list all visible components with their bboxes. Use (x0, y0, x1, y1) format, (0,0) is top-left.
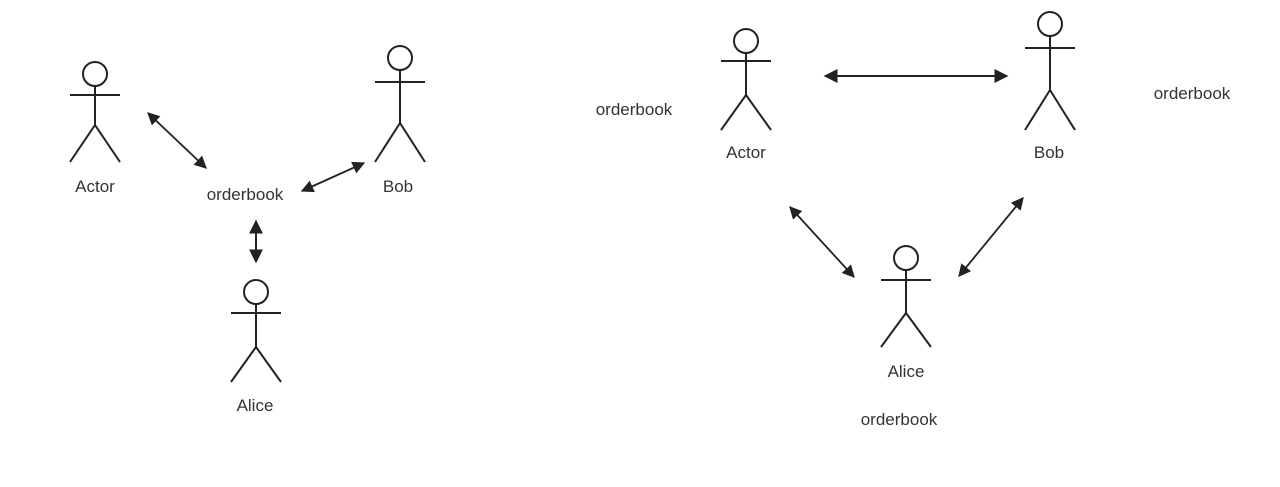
right-orderbook-label-left: orderbook (595, 100, 673, 119)
right-alice-label: Alice (887, 362, 925, 381)
left-arrow-actor-orderbook (147, 112, 207, 169)
right-actor-actor-figure (720, 28, 772, 131)
left-bob-label: Bob (382, 177, 414, 196)
right-orderbook-label-right: orderbook (1153, 84, 1231, 103)
right-arrow-actor-alice (789, 206, 855, 278)
right-actor-bob-figure (1024, 11, 1076, 131)
right-actor-label: Actor (726, 143, 766, 162)
left-actor-label: Actor (75, 177, 115, 196)
right-arrow-bob-alice (958, 197, 1024, 277)
left-actor-alice-figure (230, 279, 282, 383)
left-actor-actor-figure (69, 61, 121, 163)
left-arrow-orderbook-bob (300, 161, 366, 193)
left-actor-bob-figure (374, 45, 426, 163)
right-actor-alice-figure (880, 245, 932, 348)
right-bob-label: Bob (1033, 143, 1065, 162)
right-orderbook-label-bottom: orderbook (860, 410, 938, 429)
left-alice-label: Alice (236, 396, 274, 415)
left-orderbook-label: orderbook (206, 185, 284, 204)
